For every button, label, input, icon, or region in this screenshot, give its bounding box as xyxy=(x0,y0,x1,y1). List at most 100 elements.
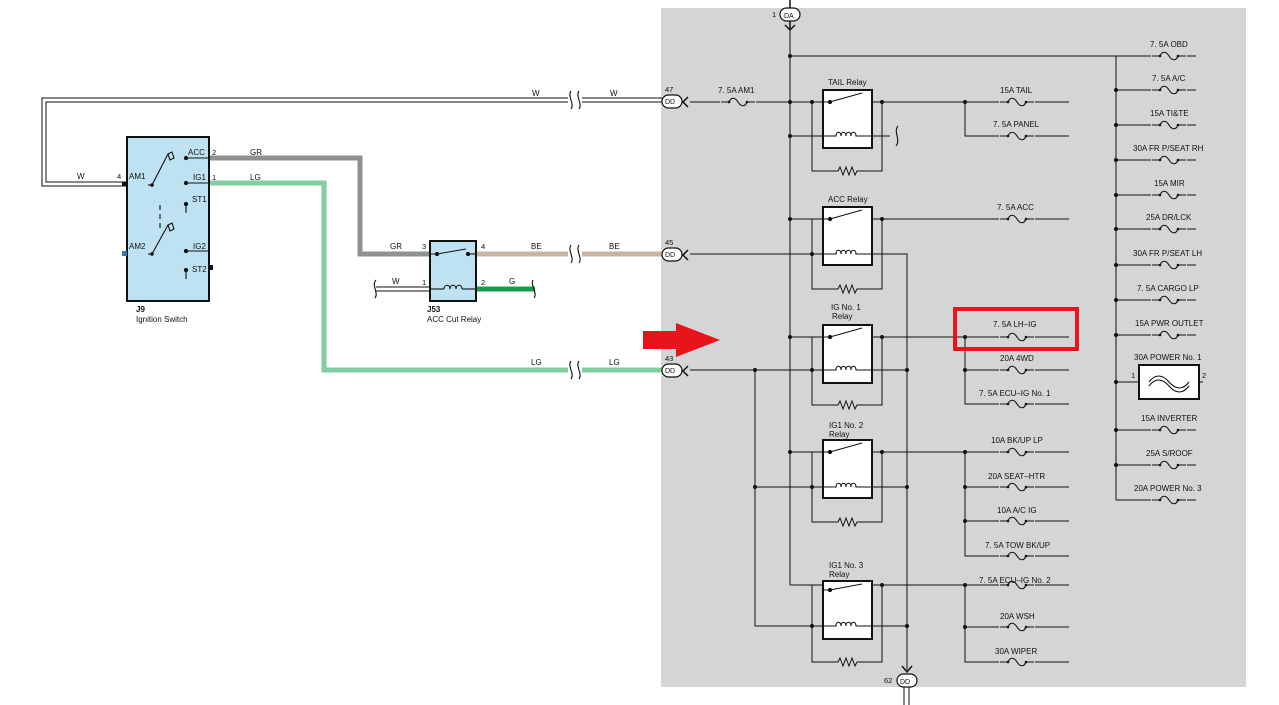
right-fuse-label: 20A POWER No. 3 xyxy=(1134,484,1202,493)
wire-break-lg xyxy=(568,360,582,380)
fuse-tow-bkup: 7. 5A TOW BK/UP xyxy=(985,541,1050,550)
fuse-seat-htr: 20A SEAT–HTR xyxy=(988,472,1045,481)
wire-g-break xyxy=(531,279,536,299)
power-fuse-pin-1: 1 xyxy=(1131,371,1135,380)
right-fuse-symbols xyxy=(1151,49,1187,507)
acc-cut-relay xyxy=(429,240,477,302)
wire-am1-w xyxy=(41,97,662,187)
wire-label-w-left: W xyxy=(77,172,85,181)
right-fuse-label: 15A PWR OUTLET xyxy=(1135,319,1204,328)
acc-cut-relay-name: ACC Cut Relay xyxy=(427,315,481,324)
highlight-box xyxy=(953,307,1079,351)
pin-ig1: 1 xyxy=(212,173,216,182)
fuse-ac-ig: 10A A/C IG xyxy=(997,506,1037,515)
acc-cut-pin-3: 3 xyxy=(422,242,426,251)
ig1-no2-relay xyxy=(822,439,873,499)
fuse-wsh: 20A WSH xyxy=(1000,612,1035,621)
wire-gr xyxy=(209,155,430,257)
wire-label-gr: GR xyxy=(250,148,262,157)
wire-label-lg-right: LG xyxy=(609,358,620,367)
wire-label-lg: LG xyxy=(250,173,261,182)
connector-47-id: DD xyxy=(665,99,675,106)
acc-relay xyxy=(822,206,873,266)
terminal-am2: AM2 xyxy=(129,242,146,251)
acc-cut-pin-4: 4 xyxy=(481,242,485,251)
terminal-st1: ST1 xyxy=(192,195,207,204)
wire-label-g: G xyxy=(509,277,515,286)
ig1-no2-relay-label-2: Relay xyxy=(829,430,849,439)
wire-label-gr-in: GR xyxy=(390,242,402,251)
acc-cut-relay-id: J53 xyxy=(427,305,441,314)
terminal-ig1: IG1 xyxy=(193,173,206,182)
right-fuse-label: 25A DR/LCK xyxy=(1146,213,1192,222)
acc-cut-pin-1: 1 xyxy=(422,278,426,287)
power-fuse-label: 30A POWER No. 1 xyxy=(1134,353,1202,362)
power-fuse-pin-2: 2 xyxy=(1202,371,1206,380)
connector-47-pin: 47 xyxy=(665,85,673,94)
fuse-ecu-ig2: 7. 5A ECU–IG No. 2 xyxy=(979,576,1051,585)
power-fuse-link xyxy=(1138,364,1200,400)
right-fuse-label: 7. 5A CARGO LP xyxy=(1137,284,1199,293)
ig1-relay-label-1: IG No. 1 xyxy=(831,303,861,312)
connector-43-id: DD xyxy=(665,368,675,375)
fuse-ecu-ig1: 7. 5A ECU–IG No. 1 xyxy=(979,389,1051,398)
connector-dd-45 xyxy=(661,247,689,262)
wire-label-be-right: BE xyxy=(609,242,620,251)
ig1-no2-relay-label-1: IG1 No. 2 xyxy=(829,421,864,430)
connector-dd-47 xyxy=(661,94,689,109)
wire-label-w-top: W xyxy=(532,89,540,98)
ig1-no3-relay xyxy=(822,580,873,640)
wire-label-w-relay: W xyxy=(392,277,400,286)
ig1-relay xyxy=(822,324,873,384)
fuse-am1: 7. 5A AM1 xyxy=(718,86,755,95)
ig1-no3-relay-label-2: Relay xyxy=(829,570,849,579)
relay-resistors xyxy=(823,165,872,668)
wire-break-be xyxy=(568,244,582,264)
right-fuse-label: 15A TI&TE xyxy=(1150,109,1189,118)
wire-break-tail xyxy=(895,125,899,147)
fuse-4wd: 20A 4WD xyxy=(1000,354,1034,363)
right-fuse-labels: 7. 5A OBD 7. 5A A/C 15A TI&TE 30A FR P/S… xyxy=(1133,40,1204,493)
connector-da-pin: 1 xyxy=(772,10,776,19)
connector-da-id: DA xyxy=(784,13,794,20)
wire-label-w-top-right: W xyxy=(610,89,618,98)
wire-label-lg-left: LG xyxy=(531,358,542,367)
fuse-acc: 7. 5A ACC xyxy=(997,203,1034,212)
right-fuse-label: 25A S/ROOF xyxy=(1146,449,1193,458)
ig1-relay-label-2: Relay xyxy=(832,312,852,321)
fuse-tail: 15A TAIL xyxy=(1000,86,1033,95)
ignition-switch-id: J9 xyxy=(136,305,145,314)
right-fuse-label: 15A MIR xyxy=(1154,179,1185,188)
connector-dd-43 xyxy=(661,363,689,378)
terminal-am1: AM1 xyxy=(129,172,146,181)
fuse-panel: 7. 5A PANEL xyxy=(993,120,1040,129)
connector-62-pin: 62 xyxy=(884,676,892,685)
acc-cut-pin-2: 2 xyxy=(481,278,485,287)
pin-acc: 2 xyxy=(212,148,216,157)
connector-62-id: DD xyxy=(900,679,910,686)
connector-45-pin: 45 xyxy=(665,238,673,247)
right-fuse-label: 30A FR P/SEAT RH xyxy=(1133,144,1204,153)
terminal-acc: ACC xyxy=(188,148,205,157)
right-fuse-label: 7. 5A OBD xyxy=(1150,40,1188,49)
fuse-bkup-lp: 10A BK/UP LP xyxy=(991,436,1043,445)
fuse-lh-ig: 7. 5A LH–IG xyxy=(993,320,1037,329)
right-fuse-label: 30A FR P/SEAT LH xyxy=(1133,249,1202,258)
connector-43-pin: 43 xyxy=(665,354,673,363)
tail-relay-label: TAIL Relay xyxy=(828,78,867,87)
connector-da-top xyxy=(779,0,801,32)
junction-dots xyxy=(753,54,1118,629)
ignition-switch-name: Ignition Switch xyxy=(136,315,188,324)
acc-relay-label: ACC Relay xyxy=(828,195,868,204)
connector-45-id: DD xyxy=(665,252,675,259)
red-arrow-icon xyxy=(643,323,720,357)
fuse-wiper: 30A WIPER xyxy=(995,647,1037,656)
ig1-no3-relay-label-1: IG1 No. 3 xyxy=(829,561,864,570)
fuse-symbols xyxy=(720,95,1035,669)
connector-dd-62 xyxy=(896,665,918,705)
wire-lg xyxy=(209,180,662,373)
terminal-ig2: IG2 xyxy=(193,242,206,251)
ignition-switch: ACC IG1 ST1 AM1 AM2 IG2 ST2 xyxy=(122,136,213,302)
terminal-st2: ST2 xyxy=(192,265,207,274)
right-fuse-label: 7. 5A A/C xyxy=(1152,74,1186,83)
